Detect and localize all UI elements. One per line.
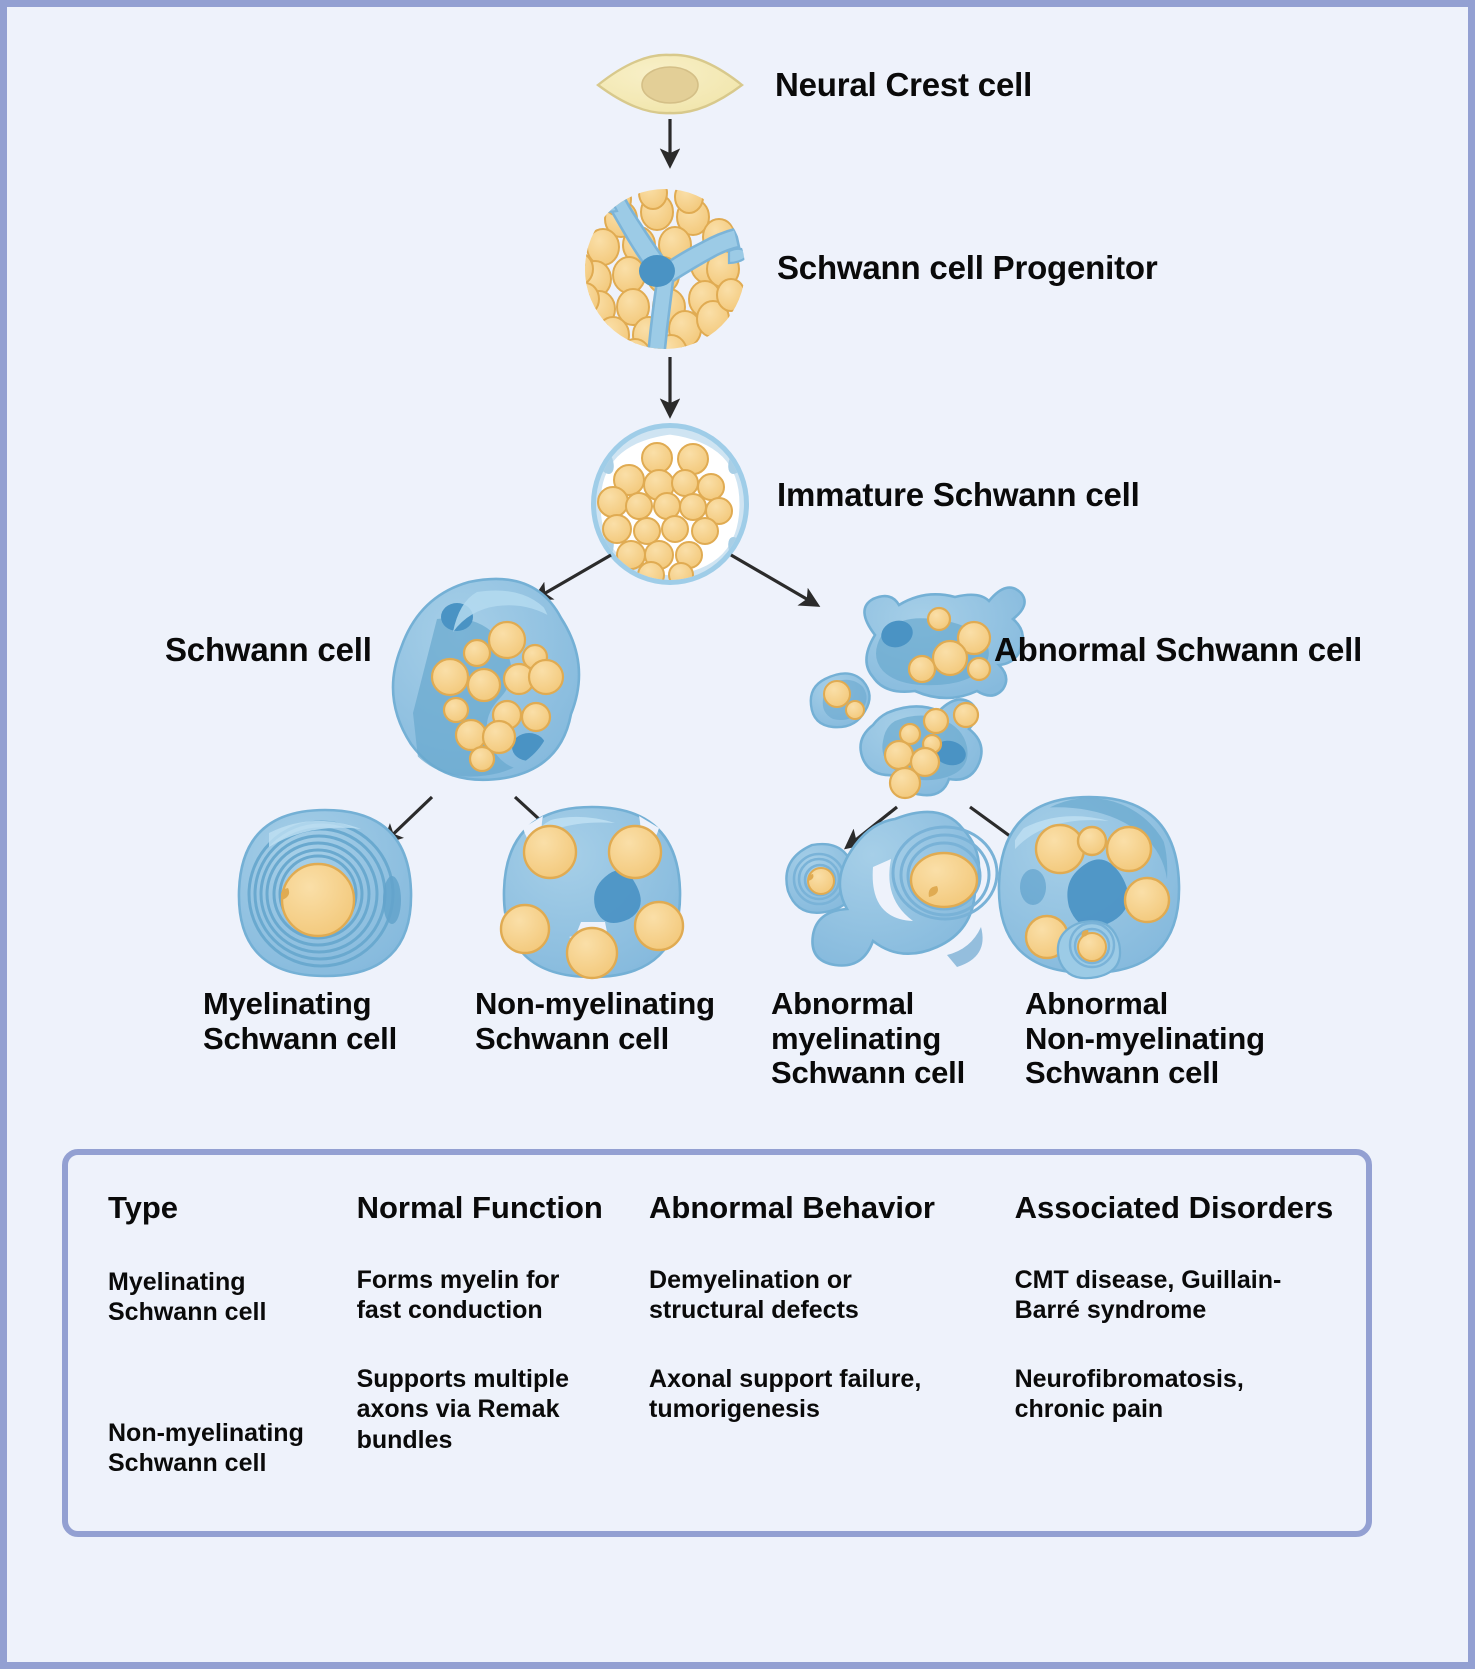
table-cell-abnormal-behavior: Demyelination or structural defects bbox=[649, 1265, 859, 1325]
table-row: Myelinating Schwann cell Forms myelin fo… bbox=[88, 1265, 1346, 1328]
neural-crest-cell-art bbox=[596, 53, 744, 115]
schwann-cell-art bbox=[391, 577, 581, 782]
summary-table: Type Normal Function Abnormal Behavior A… bbox=[68, 1155, 1366, 1531]
abnormal-myelinating-schwann-cell-art bbox=[785, 810, 1005, 967]
immature-schwann-cell-art bbox=[591, 423, 749, 585]
label-non-myelinating-schwann-cell: Non-myelinating Schwann cell bbox=[475, 986, 715, 1056]
table-cell-normal-function: Supports multiple axons via Remak bundle… bbox=[356, 1364, 570, 1454]
myelinating-schwann-cell-art bbox=[237, 808, 413, 978]
table-row: Non-myelinating Schwann cell Supports mu… bbox=[88, 1364, 1346, 1479]
summary-table-panel: Type Normal Function Abnormal Behavior A… bbox=[62, 1149, 1372, 1537]
label-schwann-cell-progenitor: Schwann cell Progenitor bbox=[777, 249, 1158, 286]
label-schwann-cell: Schwann cell bbox=[165, 631, 372, 668]
table-cell-normal-function: Forms myelin for fast conduction bbox=[356, 1265, 560, 1325]
label-abnormal-schwann-cell: Abnormal Schwann cell bbox=[994, 631, 1363, 668]
table-header-row: Type Normal Function Abnormal Behavior A… bbox=[88, 1189, 1346, 1227]
schwann-cell-progenitor-art bbox=[585, 189, 745, 349]
abnormal-non-myelinating-schwann-cell-art bbox=[997, 795, 1181, 980]
table-cell-type: Myelinating Schwann cell bbox=[108, 1267, 267, 1327]
diagram-canvas bbox=[237, 53, 1181, 980]
table-header-associated-disorders: Associated Disorders bbox=[1014, 1190, 1334, 1225]
table-cell-type: Non-myelinating Schwann cell bbox=[108, 1418, 304, 1478]
table-cell-abnormal-behavior: Axonal support failure, tumorigenesis bbox=[649, 1364, 922, 1424]
table-header-normal-function: Normal Function bbox=[356, 1190, 603, 1225]
abnormal-schwann-cell-art bbox=[809, 586, 1026, 800]
table-cell-associated-disorders: CMT disease, Guillain- Barré syndrome bbox=[1014, 1265, 1282, 1325]
label-abnormal-myelinating-schwann-cell: Abnormal myelinating Schwann cell bbox=[771, 986, 965, 1091]
table-header-type: Type bbox=[108, 1190, 179, 1225]
non-myelinating-schwann-cell-art bbox=[499, 805, 685, 980]
table-cell-associated-disorders: Neurofibromatosis, chronic pain bbox=[1014, 1364, 1244, 1424]
label-immature-schwann-cell: Immature Schwann cell bbox=[777, 476, 1140, 513]
table-header-abnormal-behavior: Abnormal Behavior bbox=[649, 1190, 935, 1225]
label-neural-crest-cell: Neural Crest cell bbox=[775, 66, 1033, 103]
label-abnormal-non-myelinating-schwann-cell: Abnormal Non-myelinating Schwann cell bbox=[1025, 986, 1265, 1091]
label-myelinating-schwann-cell: Myelinating Schwann cell bbox=[203, 986, 397, 1056]
